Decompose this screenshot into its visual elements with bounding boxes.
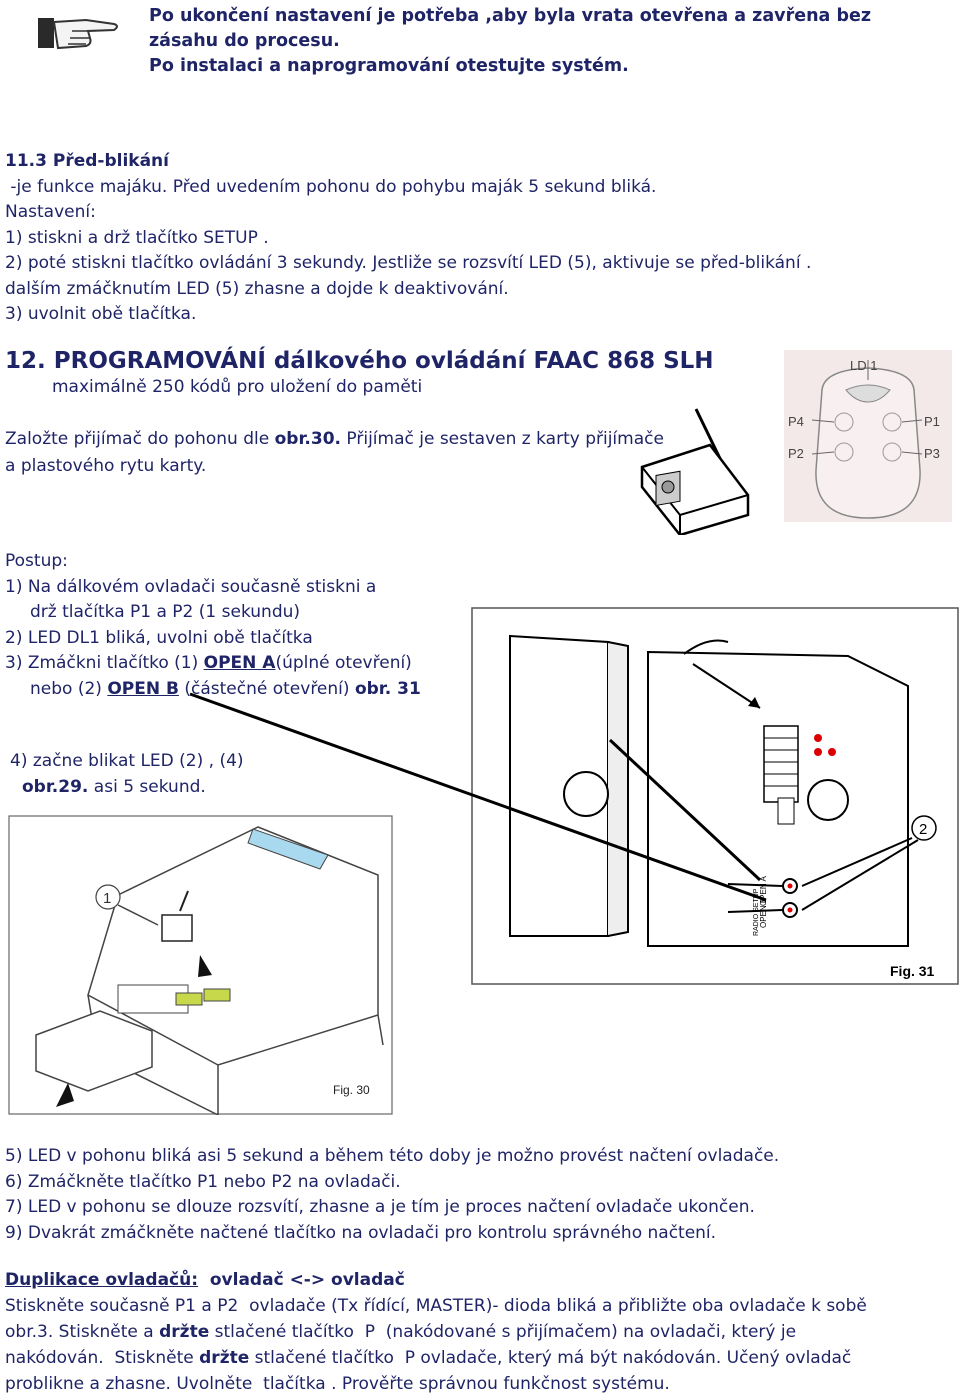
- procedure-step: 1) Na dálkovém ovladači současně stiskni…: [5, 576, 377, 597]
- paragraph-line: -je funkce majáku. Před uvedením pohonu …: [5, 176, 657, 197]
- top-note-line: Po instalaci a naprogramování otestujte …: [149, 56, 629, 76]
- intro-text: a plastového rytu karty.: [5, 456, 207, 476]
- section-12-intro: Založte přijímač do pohonu dle obr.30. P…: [5, 426, 664, 480]
- procedure-step: nebo (2) OPEN B (částečné otevření) obr.…: [30, 678, 421, 699]
- board-label: OPEN B: [759, 898, 768, 928]
- callout-number: 2: [919, 821, 927, 838]
- procedure: Postup: 1) Na dálkovém ovladači současně…: [5, 549, 421, 702]
- duplication-heading: Duplikace ovladačů: ovladač <-> ovladač: [5, 1270, 405, 1290]
- procedure-step: 7) LED v pohonu se dlouze rozsvítí, zhas…: [5, 1197, 755, 1217]
- top-note-line: zásahu do procesu.: [149, 31, 340, 51]
- open-a-label: OPEN A: [203, 653, 276, 673]
- procedure-step: 2) LED DL1 bliká, uvolni obě tlačítka: [5, 627, 313, 648]
- open-b-label: OPEN B: [107, 678, 179, 699]
- figure-reference: obr. 31: [354, 678, 421, 699]
- figure-label: P4: [788, 414, 804, 429]
- paragraph-line: Stiskněte současně P1 a P2 ovladače (Tx …: [5, 1296, 867, 1316]
- section-12-heading: 12. PROGRAMOVÁNÍ dálkového ovládání FAAC…: [5, 348, 714, 374]
- top-note: Po ukončení nastavení je potřeba ,aby by…: [149, 4, 871, 79]
- callout-number: 1: [103, 890, 111, 907]
- paragraph-line: obr.3. Stiskněte a držte stlačené tlačít…: [5, 1322, 797, 1342]
- figure-label: P2: [788, 446, 804, 461]
- paragraph-line: problikne a zhasne. Uvolněte tlačítka . …: [5, 1374, 670, 1394]
- procedure-step: 4) začne blikat LED (2) , (4): [10, 751, 244, 771]
- figure-reference: obr.30.: [274, 429, 341, 449]
- board-label: RADIO SETUP: [753, 888, 760, 936]
- procedure-step: 3) Zmáčkni tlačítko (1) OPEN A(úplné ote…: [5, 653, 412, 673]
- figure-label: P3: [924, 446, 940, 461]
- procedure-step: 6) Zmáčkněte tlačítko P1 nebo P2 na ovla…: [5, 1171, 401, 1192]
- duplication-section: Duplikace ovladačů: ovladač <-> ovladač …: [5, 1267, 867, 1397]
- procedure-step: 9) Dvakrát zmáčkněte načtené tlačítko na…: [5, 1222, 717, 1243]
- paragraph-line: Nastavení:: [5, 202, 96, 222]
- paragraph-line: 2) poté stiskni tlačítko ovládání 3 seku…: [5, 253, 812, 273]
- section-heading: 11.3 Před-blikání: [5, 151, 169, 171]
- section-11-3: 11.3 Před-blikání -je funkce majáku. Pře…: [5, 149, 811, 328]
- steps-after: 5) LED v pohonu bliká asi 5 sekund a běh…: [5, 1144, 779, 1246]
- pointing-hand-icon: [38, 18, 118, 50]
- top-note-line: Po ukončení nastavení je potřeba ,aby by…: [149, 6, 872, 26]
- procedure-step: drž tlačítka P1 a P2 (1 sekundu): [30, 602, 301, 622]
- figure-caption: Fig. 31: [890, 963, 935, 979]
- paragraph-line: 3) uvolnit obě tlačítka.: [5, 304, 197, 324]
- figure-caption: Fig. 30: [333, 1083, 370, 1097]
- procedure-step: 5) LED v pohonu bliká asi 5 sekund a běh…: [5, 1146, 780, 1166]
- paragraph-line: nakódován. Stiskněte držte stlačené tlač…: [5, 1348, 852, 1368]
- remote-control-figure: LD 1 P4 P1 P2 P3: [784, 350, 952, 522]
- procedure-step-4: 4) začne blikat LED (2) , (4) obr.29. as…: [10, 751, 244, 797]
- arrow-to-open-buttons: [189, 692, 767, 902]
- paragraph-line: 1) stiskni a drž tlačítko SETUP .: [5, 227, 269, 248]
- board-label: OPEN A: [759, 876, 768, 906]
- figure-label: LD 1: [850, 358, 877, 373]
- paragraph-line: dalším zmáčknutím LED (5) zhasne a dojde…: [5, 278, 509, 299]
- figure-reference: obr.29.: [22, 776, 89, 797]
- section-12-subheading: maximálně 250 kódů pro uložení do paměti: [52, 377, 423, 397]
- receiver-module-sketch: [640, 408, 750, 535]
- fig31-drawing: OPEN A OPEN B RADIO SETUP 2 Fig. 31: [471, 607, 959, 985]
- fig30-drawing: 1 Fig. 30: [8, 815, 393, 1115]
- procedure-title: Postup:: [5, 551, 68, 571]
- intro-text: Přijímač je sestaven z karty přijímače: [341, 429, 664, 449]
- intro-text: Založte přijímač do pohonu dle: [5, 429, 275, 449]
- figure-label: P1: [924, 414, 940, 429]
